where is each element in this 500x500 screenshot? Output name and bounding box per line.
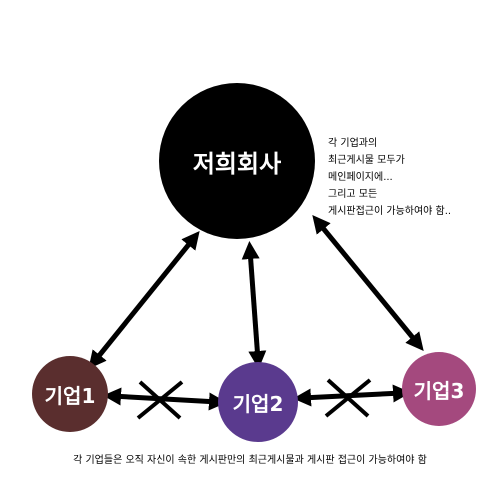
arrow-main-company2 bbox=[241, 241, 267, 369]
side-note-line: 최근게시물 모두가 bbox=[328, 155, 405, 166]
arrow-company1-company2 bbox=[103, 387, 227, 411]
side-note-line: 각 기업과의 bbox=[328, 138, 378, 149]
node-label-company1: 기업1 bbox=[44, 383, 96, 408]
node-label-company3: 기업3 bbox=[413, 378, 465, 403]
node-company-3: 기업3 bbox=[402, 352, 476, 426]
cross-mark-1-2 bbox=[136, 380, 184, 420]
side-note-line: 게시판접근이 가능하여야 함.. bbox=[328, 206, 452, 217]
node-our-company: 저희회사 bbox=[159, 83, 315, 239]
bottom-note: 각 기업들은 오직 자신이 속한 게시판만의 최근게시물과 게시판 접근이 가능… bbox=[73, 455, 427, 466]
arrow-main-company3 bbox=[312, 215, 424, 351]
node-company-2: 기업2 bbox=[218, 362, 298, 442]
side-note: 각 기업과의 최근게시물 모두가 메인페이지에... 그리고 모든 게시판접근이… bbox=[328, 135, 451, 220]
arrow-main-company1 bbox=[88, 230, 200, 370]
node-label-main: 저희회사 bbox=[192, 149, 282, 178]
node-company-1: 기업1 bbox=[32, 356, 108, 432]
node-label-company2: 기업2 bbox=[232, 391, 284, 416]
side-note-line: 그리고 모든 bbox=[328, 189, 378, 200]
cross-mark-2-3 bbox=[324, 378, 372, 418]
side-note-line: 메인페이지에... bbox=[328, 172, 393, 183]
